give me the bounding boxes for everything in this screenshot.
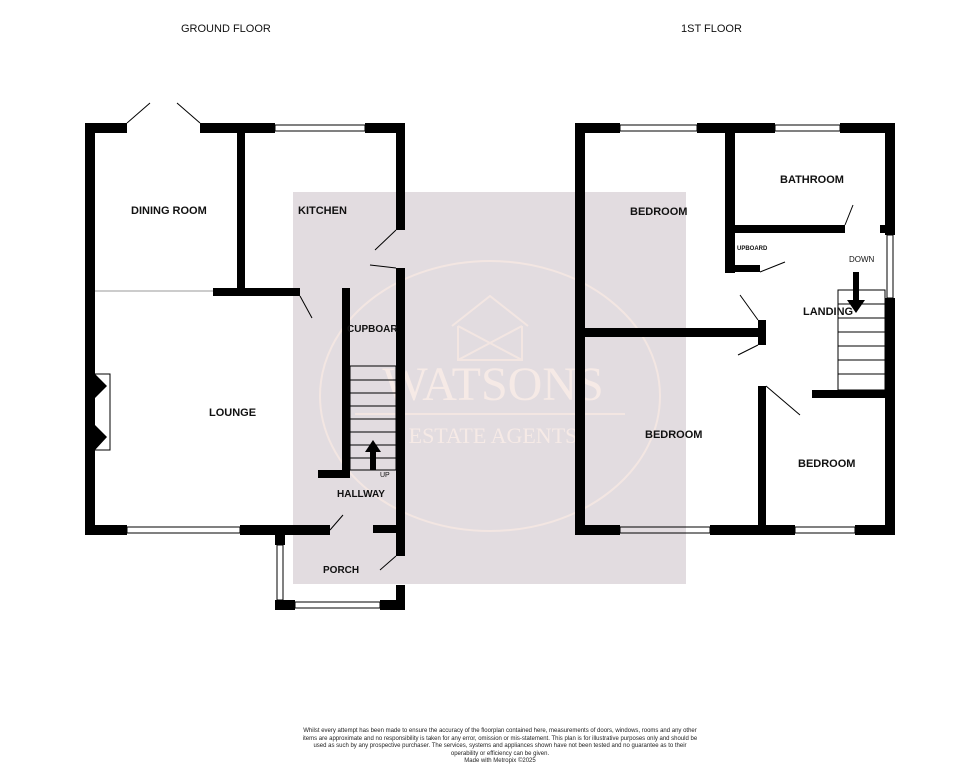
room-lounge: LOUNGE xyxy=(209,407,257,419)
fireplace-icon xyxy=(95,374,107,450)
first-floor-windows-doors xyxy=(619,124,894,534)
first-floor-walls xyxy=(575,123,895,535)
ground-floor-walls xyxy=(85,123,405,610)
watermark-subtitle: ESTATE AGENTS xyxy=(409,423,578,448)
ground-floor-windows-doors xyxy=(95,102,397,609)
room-kitchen: KITCHEN xyxy=(298,205,347,217)
disclaimer: Whilst every attempt has been made to en… xyxy=(300,728,700,766)
stairs-up-arrow-icon xyxy=(365,440,381,470)
room-landing: LANDING xyxy=(803,306,854,318)
first-floor-title: 1ST FLOOR xyxy=(681,23,742,35)
watermark-box xyxy=(293,192,686,584)
watermark-brand: WATSONS xyxy=(382,358,603,411)
credit-text: Made with Metropix ©2025 xyxy=(464,758,536,764)
stairs-up-label: UP xyxy=(380,472,390,479)
room-porch: PORCH xyxy=(323,565,360,576)
ground-floor-title: GROUND FLOOR xyxy=(181,23,271,35)
room-bedroom-2: BEDROOM xyxy=(645,429,703,441)
room-bedroom-3: BEDROOM xyxy=(798,458,856,470)
room-bedroom-1: BEDROOM xyxy=(630,206,688,218)
stairs-down-arrow-icon xyxy=(847,272,865,313)
disclaimer-text: Whilst every attempt has been made to en… xyxy=(302,728,698,757)
room-cupboard-ground: CUPBOAR xyxy=(347,324,398,335)
stairs-down-label: DOWN xyxy=(849,255,875,264)
room-cupboard-first: UPBOARD xyxy=(737,246,768,252)
room-dining-room: DINING ROOM xyxy=(131,205,207,217)
room-hallway: HALLWAY xyxy=(337,489,385,500)
room-bathroom: BATHROOM xyxy=(780,174,844,186)
